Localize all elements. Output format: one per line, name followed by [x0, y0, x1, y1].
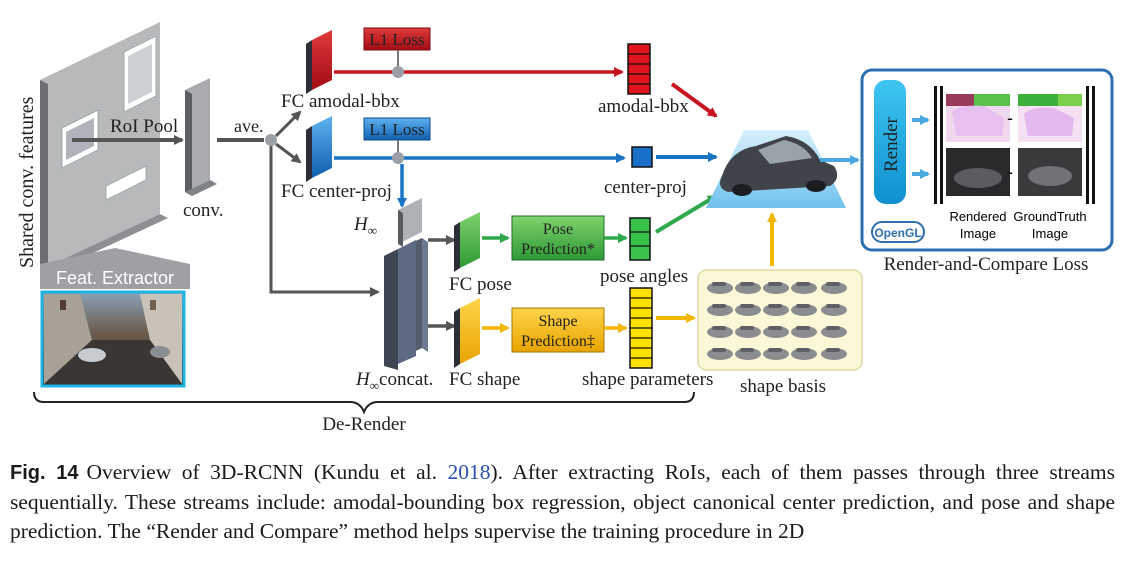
- pose-angles-vector: [629, 217, 651, 261]
- fc-shape-label: FC shape: [449, 369, 520, 390]
- fc-amodal-block: [306, 30, 332, 94]
- caption-text-before: Overview of 3D-RCNN (Kundu et al.: [86, 460, 448, 484]
- ave-to-center-arrow: [275, 142, 302, 164]
- figure-caption: Fig. 14 Overview of 3D-RCNN (Kundu et al.…: [10, 458, 1115, 546]
- amodal-to-render-arrow: [670, 82, 718, 118]
- shape-params-label: shape parameters: [582, 369, 713, 390]
- shape-prediction-line2: Prediction‡: [521, 333, 595, 350]
- pose-prediction-box: [511, 215, 605, 261]
- pose-prediction-line1: Pose: [543, 221, 573, 238]
- concat-block: [384, 238, 428, 370]
- concat-label: H∞concat.: [355, 369, 433, 393]
- caption-text-after: ). After extracting RoIs, each of them p…: [10, 460, 1115, 543]
- ave-to-concat-arrow: [269, 146, 380, 297]
- center-output-vector: [631, 146, 653, 168]
- conv-block: [185, 78, 217, 196]
- h-inf-label: H∞: [353, 214, 377, 238]
- fc-pose-label: FC pose: [449, 274, 512, 295]
- shape-basis-label: shape basis: [740, 376, 826, 397]
- feat-extractor-label: Feat. Extractor: [56, 268, 174, 288]
- derender-brace: [33, 391, 695, 415]
- roi-pool-label: RoI Pool: [110, 116, 178, 137]
- groundtruth-image-line1: GroundTruth: [1013, 209, 1086, 224]
- ave-to-amodal-arrow: [274, 110, 302, 138]
- shared-features-block: [40, 22, 168, 274]
- conv-label: conv.: [183, 200, 223, 221]
- rendered-car-3d: [706, 130, 846, 208]
- fc-center-block: [306, 116, 332, 182]
- citation-link[interactable]: 2018: [447, 460, 491, 484]
- fc-pose-block: [454, 212, 480, 272]
- pose-to-render-arrow: [654, 194, 718, 234]
- shape-basis-panel: [697, 269, 863, 371]
- figure-number: Fig. 14: [10, 462, 79, 484]
- l1-top-node: [392, 66, 404, 78]
- l1-loss-top-label: L1 Loss: [369, 30, 424, 49]
- render-compare-panel: [860, 68, 1114, 252]
- fc-amodal-label: FC amodal-bbx: [281, 91, 400, 112]
- rendered-image-line2: Image: [960, 226, 996, 241]
- ave-node: [265, 134, 277, 146]
- l1-mid-node: [392, 152, 404, 164]
- fc-shape-block: [454, 298, 480, 368]
- street-photo: [40, 290, 186, 388]
- pose-prediction-line2: Prediction*: [521, 241, 595, 258]
- amodal-output-vector: [627, 43, 651, 95]
- fc-center-label: FC center-proj: [281, 181, 392, 202]
- shape-params-vector: [629, 287, 653, 369]
- architecture-diagram: Shared conv. features Feat. Extractor Ro…: [16, 22, 1114, 435]
- feat-extractor-arrow: [40, 248, 190, 289]
- amodal-output-label: amodal-bbx: [598, 96, 689, 117]
- groundtruth-image-line2: Image: [1032, 226, 1068, 241]
- shape-prediction-box: [511, 307, 605, 353]
- ave-label: ave.: [234, 116, 263, 136]
- shape-prediction-line1: Shape: [538, 313, 577, 330]
- render-label: Render: [881, 116, 902, 172]
- pose-angles-label: pose angles: [600, 266, 688, 287]
- minus-top: -: [1007, 108, 1013, 128]
- render-compare-loss-label: Render-and-Compare Loss: [884, 254, 1089, 275]
- derender-label: De-Render: [322, 414, 406, 435]
- shared-features-label: Shared conv. features: [16, 96, 38, 268]
- l1-loss-mid-label: L1 Loss: [369, 120, 424, 139]
- rendered-image-line1: Rendered: [949, 209, 1006, 224]
- h-inf-block: [398, 198, 422, 247]
- minus-bottom: -: [1007, 162, 1013, 182]
- center-output-label: center-proj: [604, 177, 687, 198]
- opengl-logo: OpenGL: [874, 226, 921, 240]
